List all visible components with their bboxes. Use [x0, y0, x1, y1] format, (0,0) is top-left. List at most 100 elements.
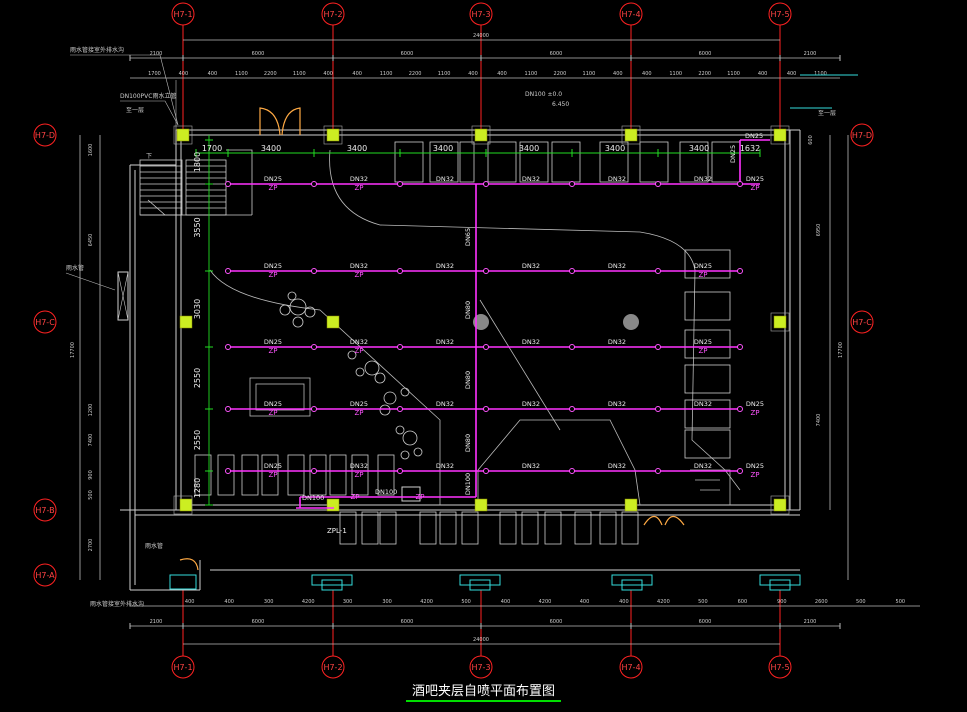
pipe-label-row4-6: DN25	[746, 400, 764, 408]
top-span-2: 6000	[401, 51, 414, 57]
zp-label-row5-0: ZP	[268, 471, 277, 479]
top-detail-dim-5: 1100	[293, 71, 306, 77]
sprinkler-head-2-4	[569, 344, 575, 350]
sprinkler-head-1-4	[569, 268, 575, 274]
structural-columns	[173, 125, 790, 515]
left-dim-5: 900	[88, 470, 94, 480]
bottom-total-dim: 24000	[473, 637, 489, 643]
dimension-ticks	[129, 55, 841, 629]
bottom-span-2: 6000	[401, 619, 414, 625]
pipe-label-row5-3: DN32	[522, 462, 540, 470]
column-7	[773, 315, 787, 329]
note-rain-outlet-bottom: 雨水管接室外排水沟	[90, 600, 144, 608]
sprinkler-head-1-5	[655, 268, 661, 274]
sprinkler-head-2-2	[397, 344, 403, 350]
sprinkler-head-3-0	[225, 406, 231, 412]
pipe-label-row4-0: DN25	[264, 400, 282, 408]
note-to-first-floor-left: 至一层	[126, 107, 144, 114]
grid-label-right-h7-d: H7-D	[852, 131, 872, 140]
bottom-detail-dim-14: 600	[738, 599, 748, 605]
sprinkler-dim-left-5: 1280	[193, 478, 202, 498]
top-detail-dim-12: 400	[497, 71, 507, 77]
top-detail-dim-9: 2200	[409, 71, 422, 77]
sprinkler-dim-left-3: 2550	[193, 368, 202, 388]
pipe-label-row5-2: DN32	[436, 462, 454, 470]
pipe-label-row3-5: DN25	[694, 338, 712, 346]
sprinkler-head-4-3	[483, 468, 489, 474]
top-span-3: 6000	[550, 51, 563, 57]
pipe-label-row3-4: DN32	[608, 338, 626, 346]
dimension-lines	[79, 39, 920, 645]
sprinkler-dim-top-0: 1700	[202, 144, 222, 153]
sprinkler-head-0-2	[397, 181, 403, 187]
pipe-label-row4-5: DN32	[694, 400, 712, 408]
sprinkler-dim-left-1: 3550	[193, 217, 202, 237]
pipe-label-row2-1: DN32	[350, 262, 368, 270]
note-top-center: DN100 ±0.0	[525, 91, 562, 98]
bottom-dimension-text: 24000 2100 6000 6000 6000 6000 2100	[150, 619, 817, 643]
sprinkler-head-1-2	[397, 268, 403, 274]
pipe-label-row1-4: DN32	[608, 175, 626, 183]
label-dn100-branch: DN100	[375, 488, 397, 496]
sprinkler-dim-top-6: 3400	[689, 144, 709, 153]
sprinkler-head-1-6	[737, 268, 743, 274]
top-detail-dim-23: 1100	[814, 71, 827, 77]
pipe-label-row5-4: DN32	[608, 462, 626, 470]
bottom-detail-dim-6: 4200	[420, 599, 433, 605]
sprinkler-head-4-6	[737, 468, 743, 474]
left-dim-0: 1600	[88, 144, 94, 157]
zp-label-row1-1: ZP	[354, 184, 363, 192]
column-collar-4	[770, 125, 790, 145]
main-label-dn100: DN100	[464, 473, 472, 495]
grid-label-bottom-h7-5: H7-5	[770, 663, 789, 672]
sprinkler-head-0-1	[311, 181, 317, 187]
bottom-detail-dim-5: 300	[382, 599, 392, 605]
column-0	[176, 128, 190, 142]
top-span-5: 2100	[804, 51, 817, 57]
column-collar-2	[471, 125, 491, 145]
sprinkler-head-2-1	[311, 344, 317, 350]
pipe-label-row2-4: DN32	[608, 262, 626, 270]
left-dim-3: 1200	[88, 404, 94, 417]
column-10	[474, 498, 488, 512]
sprinkler-head-1-0	[225, 268, 231, 274]
right-dim-3: 7400	[816, 414, 822, 427]
bottom-span-1: 6000	[252, 619, 265, 625]
bottom-detail-dim-1: 400	[224, 599, 234, 605]
grid-label-h7-1: H7-1	[173, 10, 192, 19]
sprinkler-head-3-3	[483, 406, 489, 412]
sprinkler-head-0-3	[483, 181, 489, 187]
right-dim-1: 6950	[816, 224, 822, 237]
column-2	[474, 128, 488, 142]
grid-label-h7-c: H7-C	[35, 318, 55, 327]
top-detail-dim-14: 2200	[554, 71, 567, 77]
note-rainpipe-mid: 雨水管	[66, 264, 84, 272]
note-rain-riser: DN100PVC雨水立管	[120, 92, 176, 100]
doors	[179, 107, 685, 571]
walls	[120, 129, 801, 591]
interior-outlines	[209, 149, 741, 506]
grid-label-h7-a: H7-A	[35, 571, 55, 580]
top-detail-dim-13: 1100	[525, 71, 538, 77]
pillars	[473, 314, 639, 330]
bottom-detail-dim-2: 300	[264, 599, 274, 605]
grid-label-h7-2: H7-2	[323, 10, 342, 19]
drawing-title-bar: 酒吧夹层自喷平面布置图	[0, 680, 967, 702]
bottom-detail-dim-18: 500	[896, 599, 906, 605]
bottom-span-4: 6000	[699, 619, 712, 625]
pipe-label-row4-4: DN32	[608, 400, 626, 408]
main-label-dn80-c: DN80	[464, 434, 472, 452]
note-to-first-floor-right: 至一层	[818, 110, 836, 117]
main-label-dn80-a: DN80	[464, 301, 472, 319]
sprinkler-head-1-1	[311, 268, 317, 274]
zp-label-row4-1: ZP	[354, 409, 363, 417]
zp-label-branch-a: ZP	[350, 493, 359, 501]
pipe-label-row1-5: DN32	[694, 175, 712, 183]
zp-label-row1-0: ZP	[268, 184, 277, 192]
zp-label-row3-5: ZP	[698, 347, 707, 355]
column-4	[773, 128, 787, 142]
pipe-label-row4-2: DN32	[436, 400, 454, 408]
sprinkler-dim-lines	[196, 135, 760, 505]
